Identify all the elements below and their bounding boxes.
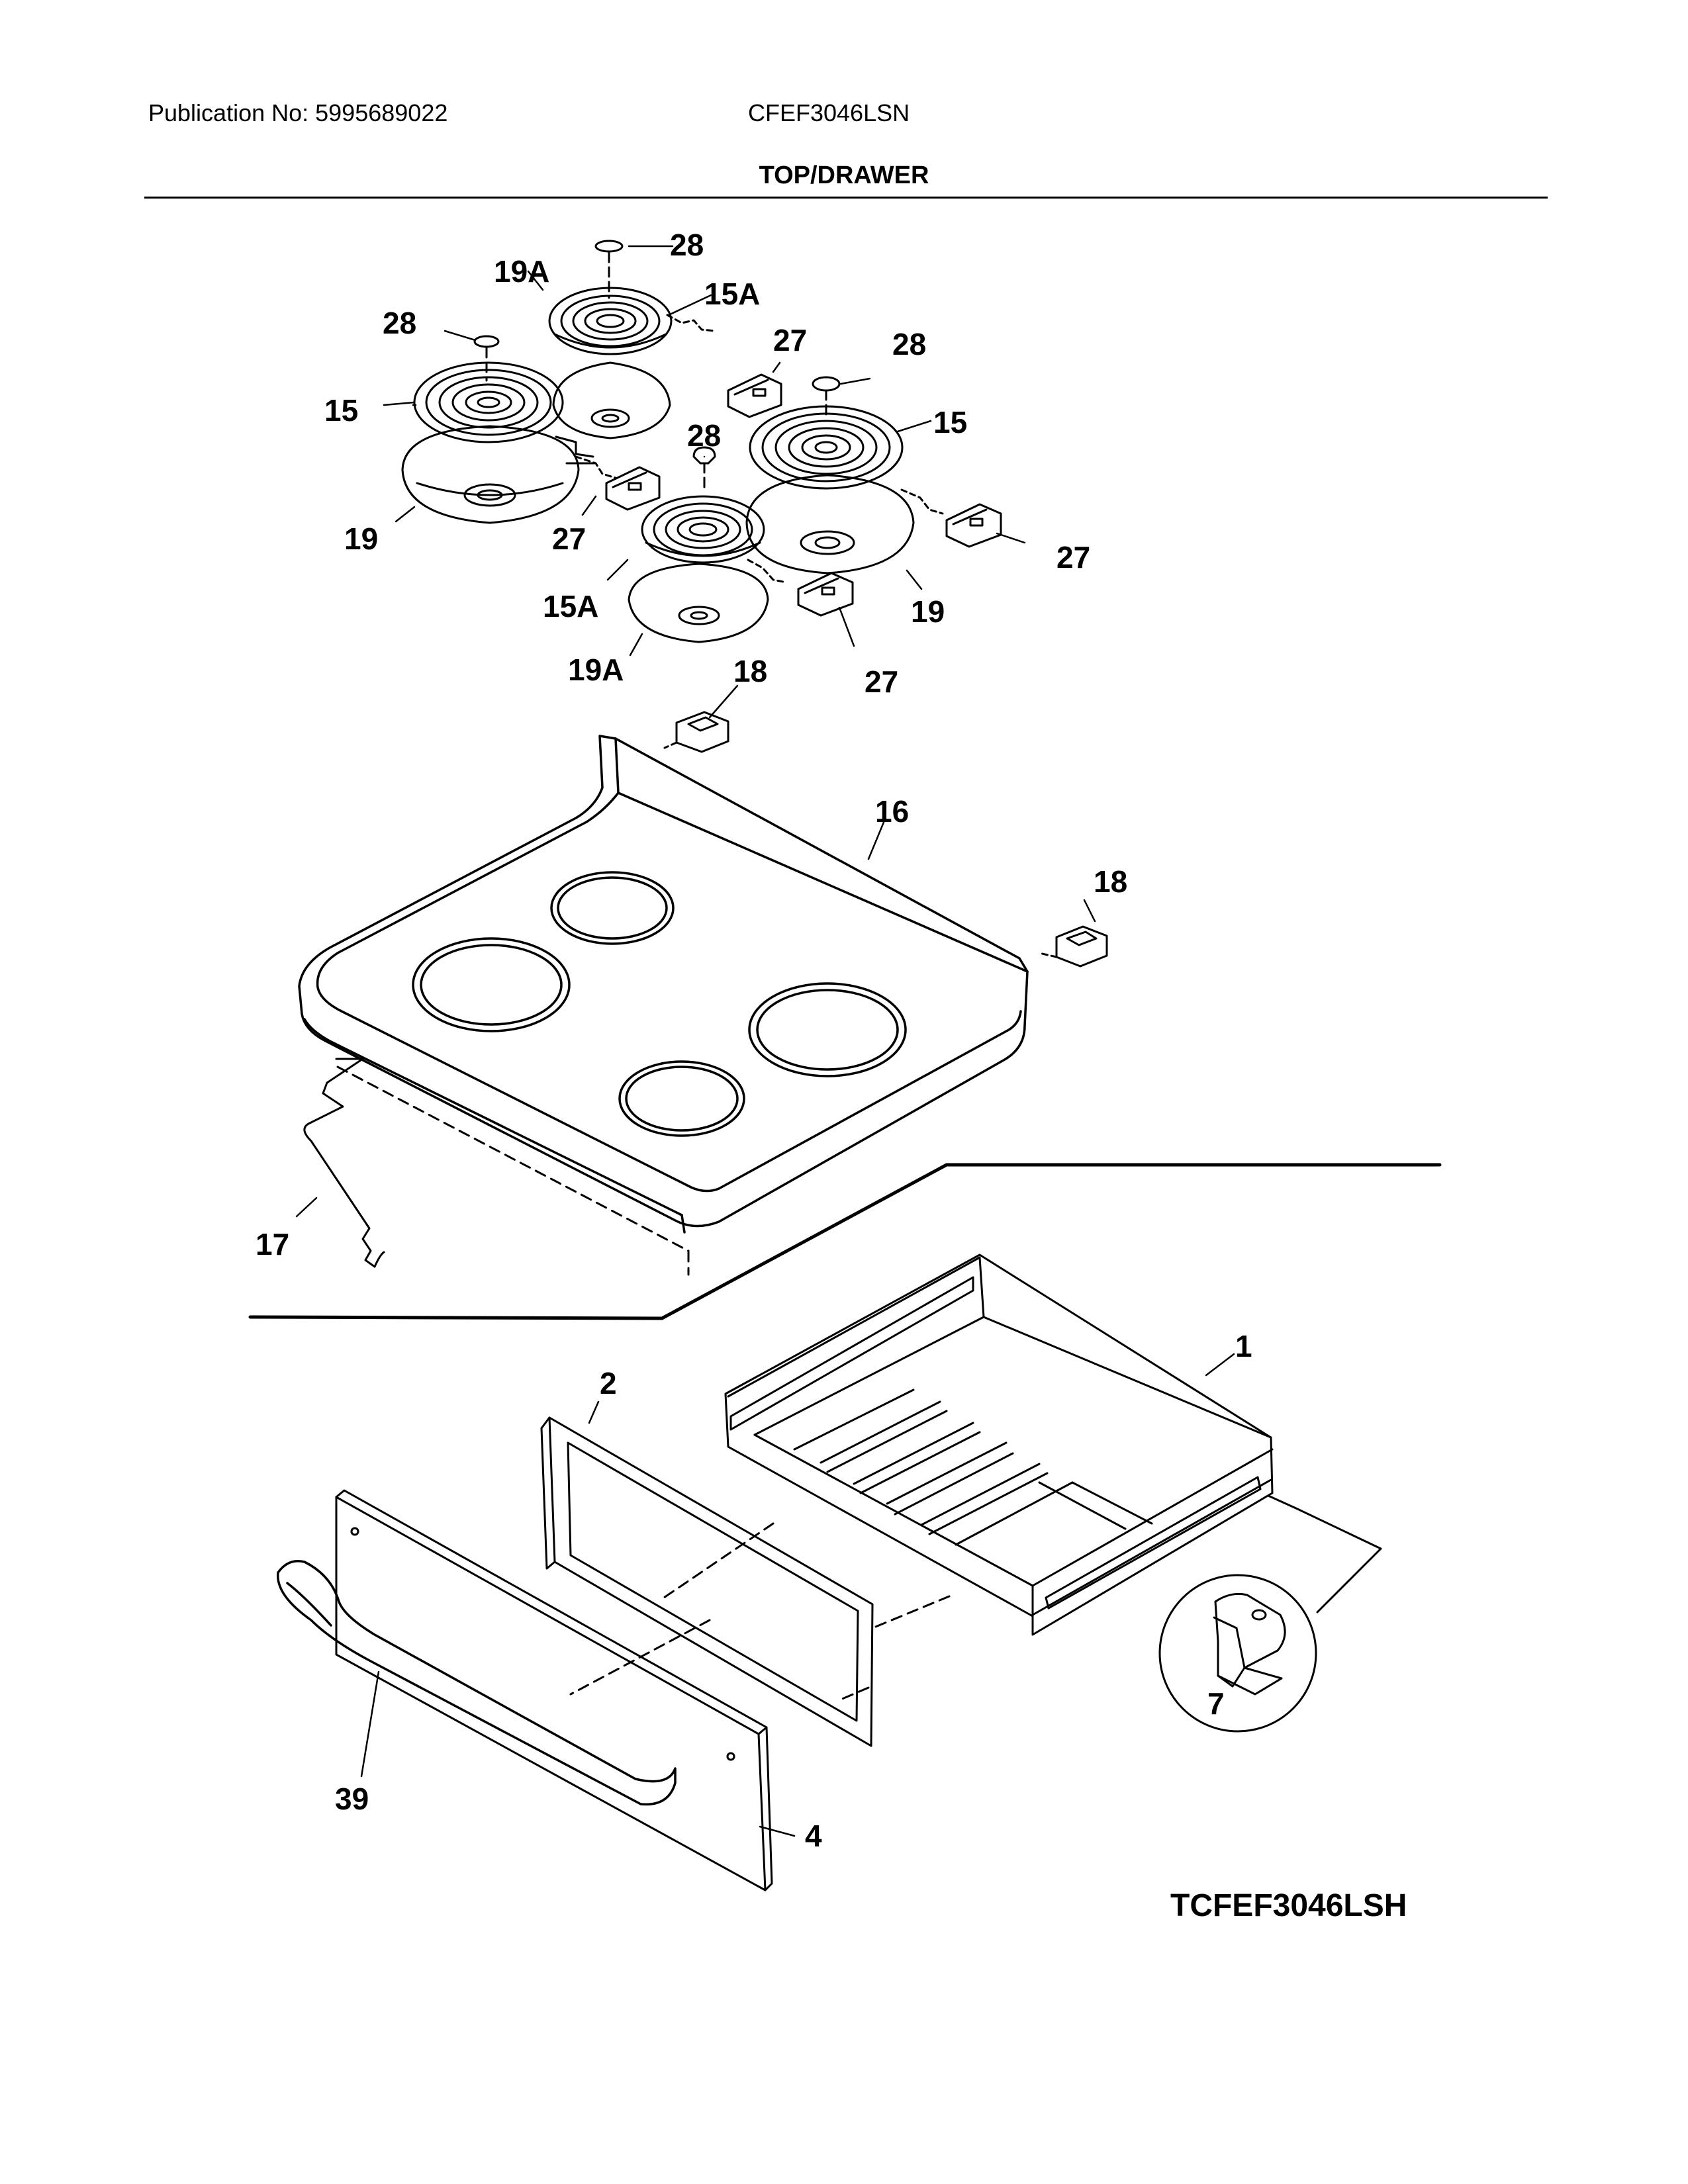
- burner-opening: [748, 982, 907, 1077]
- right-large-element-assembly: [745, 376, 915, 574]
- drawer-front-4: [335, 1489, 773, 1891]
- drip-bowl-19a: [552, 361, 671, 439]
- drawer-inner-panel-2: [540, 1416, 874, 1747]
- label-28: 28: [670, 228, 704, 262]
- label-27: 27: [773, 323, 807, 357]
- label-4: 4: [805, 1819, 822, 1853]
- label-17: 17: [256, 1227, 289, 1261]
- element-15-coil: [749, 405, 904, 490]
- cooktop-16: [298, 735, 1029, 1234]
- burner-opening: [412, 937, 571, 1032]
- label-27: 27: [1056, 540, 1090, 574]
- drawer-glide-detail-7: [1158, 1494, 1382, 1733]
- hinge-bracket-18: [663, 711, 729, 753]
- burner-opening: [550, 871, 675, 945]
- element-15a-coil: [641, 495, 765, 564]
- leader-lines: [295, 245, 1235, 1837]
- label-28: 28: [892, 327, 926, 361]
- support-rod-17: [303, 1058, 690, 1276]
- label-39: 39: [335, 1782, 369, 1816]
- center-cap-28: [594, 240, 624, 253]
- label-15a: 15A: [704, 277, 760, 311]
- terminal-block-27: [666, 314, 782, 418]
- label-15a: 15A: [543, 589, 598, 623]
- label-18: 18: [733, 654, 767, 688]
- label-18: 18: [1094, 864, 1127, 899]
- drawer-1: [724, 1253, 1274, 1636]
- label-15: 15: [933, 405, 967, 439]
- label-28: 28: [383, 306, 416, 340]
- rear-left-element-assembly: [473, 240, 673, 439]
- element-15a-coil: [548, 287, 673, 355]
- part-labels: 28 19A 15A 28 27 28 15 15 28 19 27 27 15…: [256, 228, 1252, 1853]
- label-27: 27: [552, 522, 586, 556]
- hinge-bracket-18: [1038, 925, 1108, 968]
- drip-bowl-19a: [628, 563, 769, 643]
- model-number: CFEF3046LSN: [748, 99, 910, 126]
- figure-code: TCFEF3046LSH: [1170, 1888, 1407, 1923]
- label-19a: 19A: [494, 254, 549, 289]
- label-1: 1: [1235, 1329, 1252, 1363]
- drawer-handle-39: [277, 1560, 677, 1806]
- terminal-block-27: [575, 455, 661, 511]
- center-cap-28: [692, 446, 716, 465]
- label-19a: 19A: [568, 653, 624, 687]
- section-divider: [248, 1163, 1442, 1320]
- drip-bowl-19: [745, 474, 915, 574]
- label-19: 19: [911, 594, 945, 629]
- label-27: 27: [865, 664, 898, 699]
- label-7: 7: [1207, 1686, 1225, 1721]
- header-rule: [144, 197, 1548, 199]
- label-15: 15: [324, 393, 358, 428]
- drip-bowl-19: [401, 425, 580, 524]
- section-title: TOP/DRAWER: [759, 161, 929, 189]
- label-28: 28: [687, 418, 721, 453]
- terminal-block-27: [900, 488, 1002, 548]
- label-19: 19: [344, 522, 378, 556]
- center-cap-28: [473, 335, 500, 348]
- left-front-large-element-assembly: [401, 347, 596, 524]
- center-cap-28: [812, 376, 841, 392]
- burner-opening: [618, 1060, 745, 1137]
- element-15-coil: [413, 361, 564, 443]
- publication-number: Publication No: 5995689022: [148, 99, 448, 126]
- label-16: 16: [875, 794, 909, 829]
- terminal-block-27: [747, 559, 854, 617]
- label-2: 2: [600, 1366, 617, 1400]
- front-small-element-assembly: [628, 446, 769, 643]
